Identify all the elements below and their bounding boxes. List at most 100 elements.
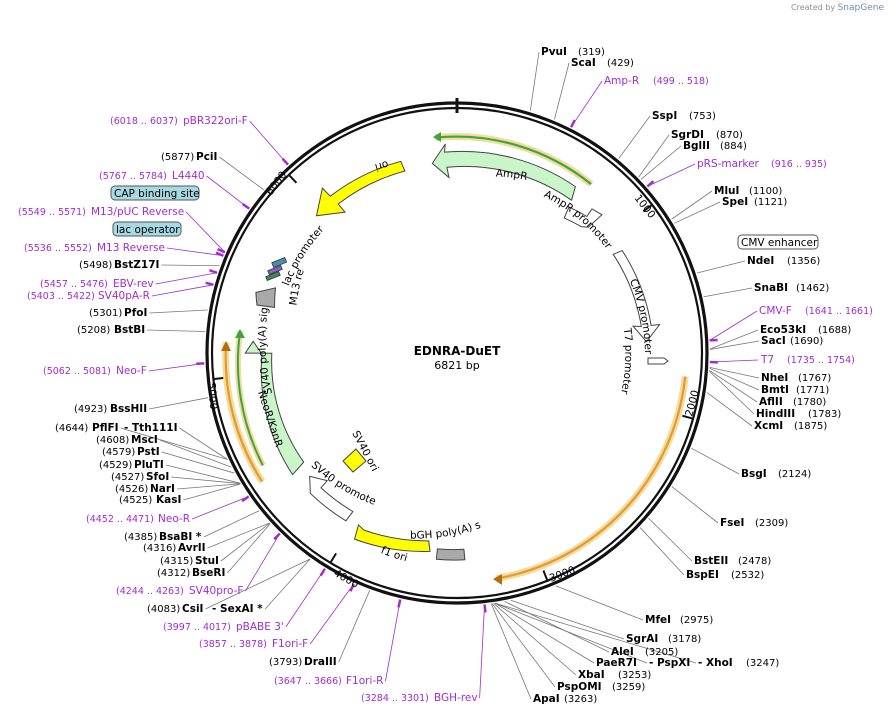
enzyme-label: SgrAI <box>626 633 658 645</box>
enzyme-position: (1356) <box>787 256 820 267</box>
enzyme-leader-line <box>554 62 570 120</box>
enzyme-leader-line <box>149 309 208 314</box>
enzyme-label: PflFI <box>92 422 119 434</box>
primer-leader-line <box>647 163 696 187</box>
ampr-label: AmpR <box>495 167 528 183</box>
enzyme-leader-line <box>205 558 311 610</box>
enzyme-label: KasI <box>156 494 181 506</box>
enzyme-leader-line <box>696 260 746 274</box>
t7-promoter-label: T7 promoter <box>618 326 634 395</box>
enzyme-leader-line <box>648 517 693 562</box>
enzyme-label: SnaBI <box>754 282 788 294</box>
enzyme-position: (1783) <box>808 409 841 420</box>
enzyme-label: BstBI <box>114 324 145 336</box>
bgh-polya-label: bGH poly(A) signal <box>0 0 482 542</box>
enzyme-leader-line <box>638 134 670 178</box>
primer-site-mark <box>241 495 250 503</box>
enzyme-leader-line <box>691 447 740 475</box>
ednra-orf-arrowhead <box>493 574 502 585</box>
enzyme-position: (4644) <box>55 423 88 434</box>
enzyme-position: (2124) <box>778 469 811 480</box>
enzyme-position: (884) <box>720 141 747 152</box>
enzyme-position: (4579) <box>102 447 135 458</box>
primer-site-mark <box>241 203 250 210</box>
enzyme-label: NarI <box>150 483 175 495</box>
primer-site-mark <box>273 532 281 541</box>
enzyme-position: (3205) <box>645 647 678 658</box>
enzyme-leader-line <box>494 602 648 664</box>
primer-label: F1ori-R <box>346 675 383 687</box>
enzyme-leader-line <box>639 527 685 576</box>
primer-label: M13 Reverse <box>97 242 165 254</box>
primer-leader-line <box>709 310 758 341</box>
enzyme-leader-line <box>176 483 241 490</box>
primer-site-mark <box>397 599 402 608</box>
primer-position: (5536 .. 5552) <box>24 243 92 254</box>
sv40-orf-arrowhead <box>221 341 231 351</box>
ampr-feature-arrow <box>431 143 576 202</box>
enzyme-leader-line <box>709 370 758 403</box>
enzyme-position: (5498) <box>79 260 112 271</box>
enzyme-label: DraIII <box>304 656 337 668</box>
enzyme-leader-line <box>709 340 760 350</box>
enzyme-leader-line <box>161 264 220 267</box>
primer-label: Neo-F <box>116 365 147 377</box>
enzyme-leader-line <box>207 522 270 549</box>
enzyme-leader-line <box>159 439 232 468</box>
primer-label: L4440 <box>172 170 205 182</box>
primer-label: pRS-marker <box>697 158 760 170</box>
primer-label: EBV-rev <box>113 278 154 290</box>
enzyme-label: BssHII <box>110 403 147 415</box>
primer-label: Amp-R <box>604 75 639 87</box>
cmv-enhancer-label: CMV enhancer <box>741 237 818 249</box>
enzyme-position: (1875) <box>794 421 827 432</box>
tick-marks <box>214 174 693 581</box>
enzyme-label: PluTI <box>134 459 164 471</box>
sv40-ori-box <box>342 448 367 473</box>
primer-label: pBABE 3' <box>236 621 284 633</box>
primer-leader-line <box>479 604 485 699</box>
enzyme-leader-line <box>264 558 311 610</box>
enzyme-leader-line <box>674 201 721 224</box>
enzyme-leader-line <box>504 601 610 653</box>
primer-site-mark <box>319 568 326 577</box>
primer-position: (916 .. 935) <box>771 159 827 170</box>
primer-site-mark <box>217 248 226 254</box>
enzyme-position: (5208) <box>77 325 110 336</box>
enzyme-label: AleI <box>611 646 634 658</box>
enzyme-label: PvuI <box>541 46 567 58</box>
tick-mark <box>330 552 337 563</box>
enzyme-leader-line <box>147 329 205 332</box>
enzyme-label: - Tth111I <box>124 422 178 434</box>
primer-site-mark <box>281 157 289 166</box>
primer-position: (3284 .. 3301) <box>361 693 429 704</box>
enzyme-label: Eco53kI <box>760 324 806 336</box>
enzyme-label: AflII <box>759 396 783 408</box>
primer-leader-line <box>709 359 759 363</box>
enzyme-label: PaeR7I <box>596 657 637 669</box>
enzyme-label: BseRI <box>192 567 225 579</box>
enzyme-label: BglII <box>683 140 710 152</box>
plasmid-name: EDNRA-DuET <box>414 344 501 358</box>
primer-leader-line <box>206 175 250 209</box>
enzyme-position: (319) <box>578 47 605 58</box>
ori-label: ori <box>373 158 389 173</box>
enzyme-position: (1771) <box>796 385 829 396</box>
tick-mark <box>682 414 693 420</box>
enzyme-leader-line <box>220 522 271 562</box>
enzyme-position: (1462) <box>796 283 829 294</box>
enzyme-position: (1690) <box>790 336 823 347</box>
plasmid-size: 6821 bp <box>434 359 479 372</box>
m13-rev-block <box>271 257 288 268</box>
tick-label-6000: 6000 <box>264 169 290 198</box>
enzyme-label: XcmI <box>754 420 783 432</box>
primer-position: (499 .. 518) <box>653 76 709 87</box>
enzyme-position: (753) <box>689 111 716 122</box>
primer-leader-line <box>151 284 214 297</box>
enzyme-leader-line <box>510 599 625 640</box>
enzyme-label: PstI <box>137 446 160 458</box>
enzyme-position: (4525) <box>119 495 152 506</box>
enzyme-label: NdeI <box>747 255 774 267</box>
enzyme-leader-line <box>165 464 241 484</box>
